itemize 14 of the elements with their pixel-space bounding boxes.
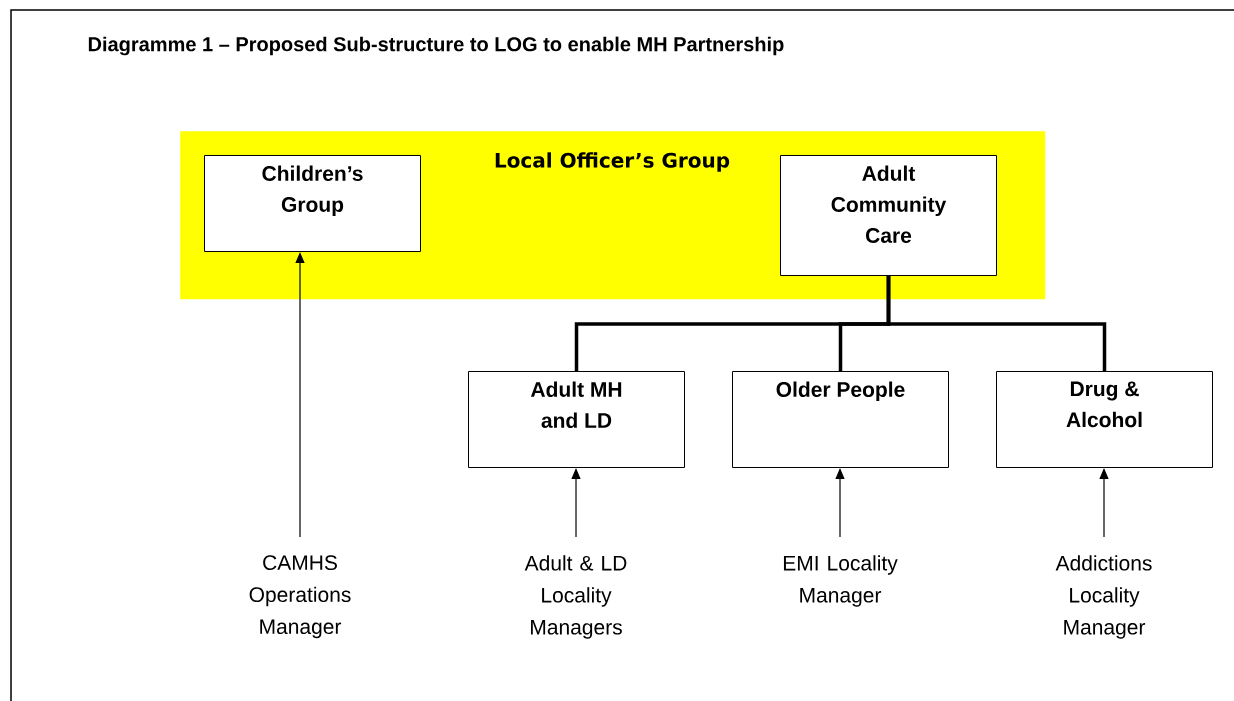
role-label: Adult & LD Locality Managers (524, 555, 627, 639)
group-box: Children’s Group (204, 155, 421, 252)
connector (571, 468, 581, 538)
role-label: EMI Locality Manager (783, 555, 898, 607)
group-box: Adult Community Care (780, 155, 997, 276)
connector (1099, 468, 1109, 538)
role-label: CAMHS Operations Manager (249, 555, 351, 639)
connector (886, 276, 1107, 371)
group-box: Drug & Alcohol (996, 371, 1213, 468)
group-box: Adult MH and LD (468, 371, 685, 468)
title: Diagramme 1 – Proposed Sub-structure to LOG to enable MH Partnership (88, 36, 784, 56)
role-label: Addictions Locality Manager (1055, 555, 1152, 639)
group-box: Older People (732, 371, 949, 468)
connector (835, 468, 845, 538)
